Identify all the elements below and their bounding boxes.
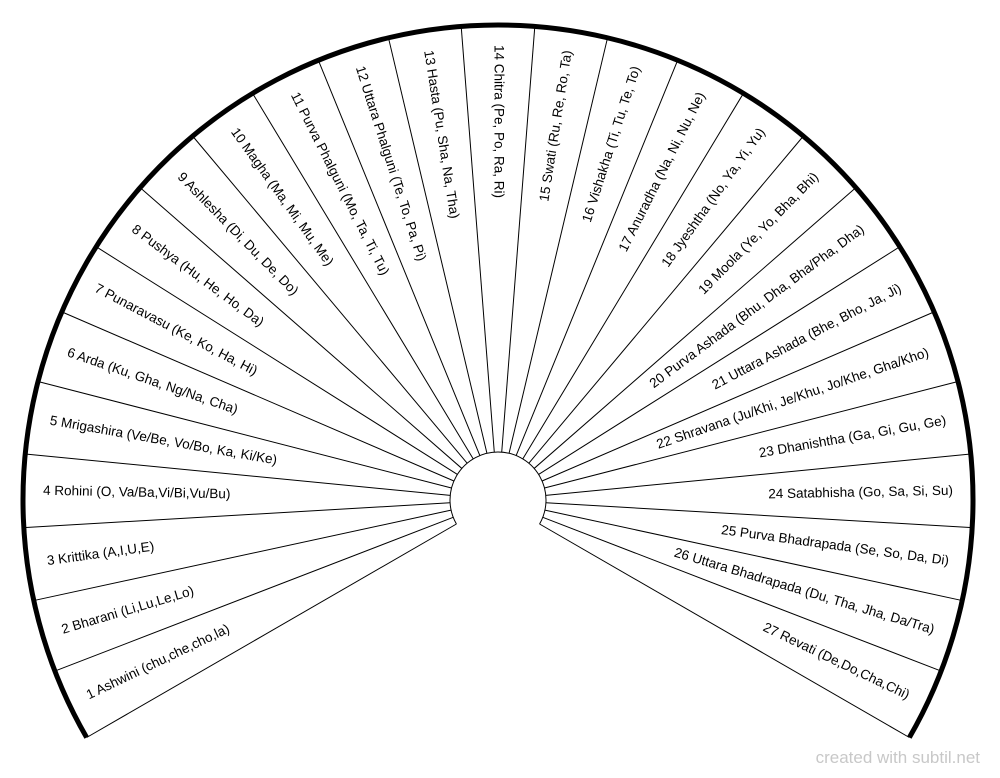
sector-label: 24 Satabhisha (Go, Sa, Si, Su) — [768, 483, 953, 502]
sector-label: 2 Bharani (Li,Lu,Le,Lo) — [60, 583, 196, 637]
sector-divider — [252, 93, 474, 460]
sector-divider — [539, 523, 910, 738]
sector-divider — [501, 26, 536, 453]
sector-divider — [541, 311, 935, 482]
sector-divider — [54, 516, 454, 672]
sector-divider — [533, 187, 857, 469]
sector-divider — [542, 516, 942, 672]
sector-label: 14 Chitra (Pe, Po, Ra, Ri) — [491, 45, 506, 198]
sector-divider — [545, 502, 973, 529]
outer-arc — [20, 22, 976, 739]
sector-divider — [515, 60, 679, 456]
sector-divider — [508, 37, 609, 454]
sector-divider — [23, 502, 451, 529]
sector-divider — [544, 509, 963, 602]
sector-divider — [544, 381, 959, 489]
sector-divider — [33, 509, 452, 602]
sector-divider — [95, 246, 458, 475]
sector-divider — [528, 135, 804, 464]
sector-divider — [61, 311, 455, 482]
sector-label: 16 Vishakha (Ti, Tu, Te, To) — [579, 64, 643, 224]
sector-divider — [37, 381, 452, 489]
sector-divider — [317, 60, 481, 456]
sector-label: 4 Rohini (O, Va/Ba,Vi/Bi,Vu/Bu) — [43, 483, 231, 502]
sector-divider — [538, 246, 901, 475]
sector-divider — [545, 453, 971, 496]
sector-label: 1 Ashwini (chu,che,cho,la) — [84, 621, 232, 702]
sector-label: 23 Dhanishtha (Ga, Gi, Gu, Ge) — [758, 413, 948, 461]
sector-divider — [387, 37, 488, 454]
sector-label: 13 Hasta (Pu, Sha, Na, Tha) — [421, 49, 462, 219]
sector-divider — [522, 93, 744, 460]
sector-divider — [139, 187, 463, 469]
sector-divider — [460, 26, 495, 453]
sector-label: 3 Krittika (A,I,U,E) — [46, 539, 155, 568]
sector-divider — [192, 135, 468, 464]
sector-label: 15 Swati (Ru, Re, Ro, Ta) — [536, 49, 574, 202]
watermark: created with subtil.net — [815, 748, 980, 767]
sector-divider — [86, 523, 457, 738]
sector-label: 25 Purva Bhadrapada (Se, So, Da, Di) — [720, 522, 950, 568]
sector-label: 27 Revati (De,Do,Cha,Chi) — [761, 619, 912, 702]
sector-divider — [25, 453, 451, 496]
inner-arc — [449, 451, 547, 525]
